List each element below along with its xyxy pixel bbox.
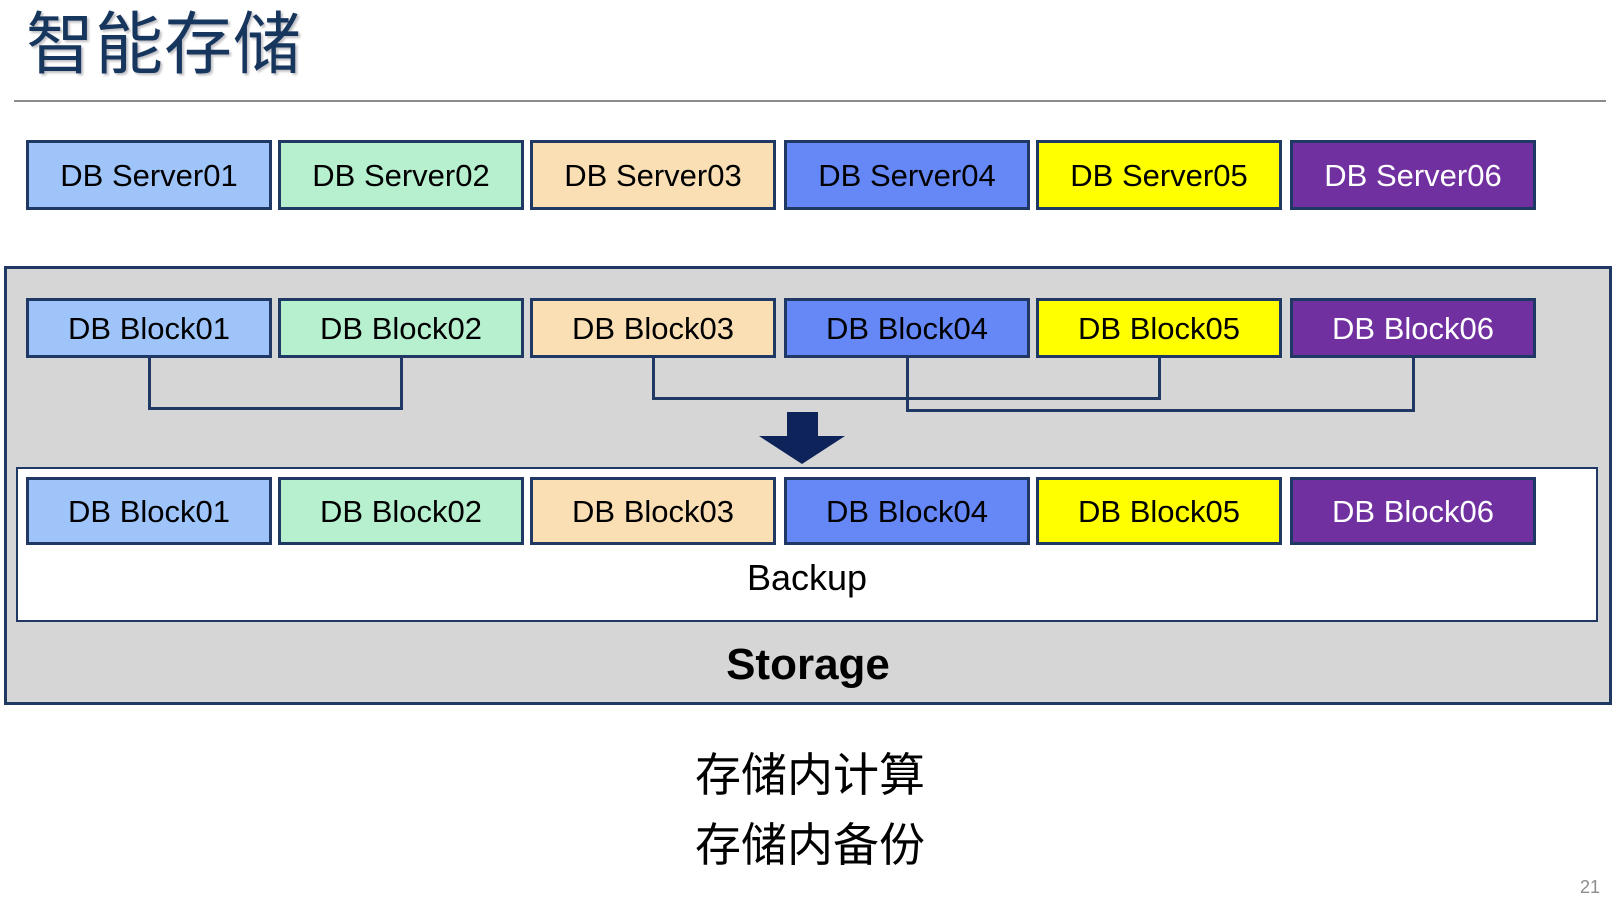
connector-block06-drop	[1412, 358, 1415, 412]
db-block-backup-1[interactable]: DB Block01	[26, 477, 272, 545]
storage-label: Storage	[726, 640, 890, 689]
connector-block04-drop	[906, 358, 909, 412]
db-block-primary-4[interactable]: DB Block04	[784, 298, 1030, 358]
db-block-primary-5[interactable]: DB Block05	[1036, 298, 1282, 358]
db-server-box-3[interactable]: DB Server03	[530, 140, 776, 210]
connector-block01-drop	[148, 358, 151, 410]
page-number: 21	[1579, 877, 1600, 897]
db-block-primary-3[interactable]: DB Block03	[530, 298, 776, 358]
page-title: 智能存储	[26, 7, 303, 83]
db-server-box-2[interactable]: DB Server02	[278, 140, 524, 210]
db-block-backup-4[interactable]: DB Block04	[784, 477, 1030, 545]
db-block-backup-5[interactable]: DB Block05	[1036, 477, 1282, 545]
connector-block02-drop	[400, 358, 403, 410]
caption-in-storage-backup: 存储内备份	[695, 819, 925, 871]
db-block-primary-2[interactable]: DB Block02	[278, 298, 524, 358]
db-server-box-5[interactable]: DB Server05	[1036, 140, 1282, 210]
title-divider	[14, 100, 1606, 102]
connector-block05-drop	[1158, 358, 1161, 400]
db-block-primary-1[interactable]: DB Block01	[26, 298, 272, 358]
db-block-primary-6[interactable]: DB Block06	[1290, 298, 1536, 358]
connector-block04-block06-bar	[906, 409, 1415, 412]
connector-block01-block02-bar	[148, 407, 403, 410]
down-arrow-icon	[759, 412, 845, 464]
arrow-head	[759, 436, 845, 464]
connector-block03-drop	[652, 358, 655, 400]
caption-in-storage-compute: 存储内计算	[695, 749, 925, 801]
db-block-backup-6[interactable]: DB Block06	[1290, 477, 1536, 545]
db-server-box-4[interactable]: DB Server04	[784, 140, 1030, 210]
backup-label: Backup	[746, 557, 868, 598]
arrow-shaft	[787, 412, 818, 439]
db-server-box-1[interactable]: DB Server01	[26, 140, 272, 210]
db-block-backup-2[interactable]: DB Block02	[278, 477, 524, 545]
db-block-backup-3[interactable]: DB Block03	[530, 477, 776, 545]
db-server-box-6[interactable]: DB Server06	[1290, 140, 1536, 210]
